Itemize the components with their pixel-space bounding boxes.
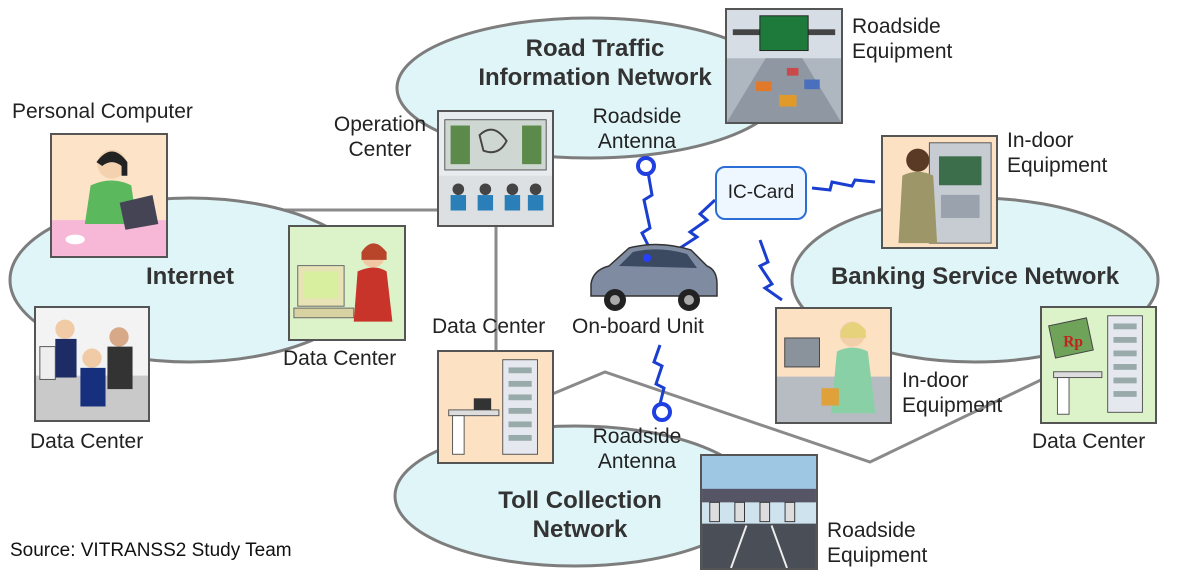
indoor-equipment-top-picture (881, 135, 998, 249)
roadside-antenna-top-label: Roadside Antenna (582, 104, 692, 154)
label-line: In-door (902, 369, 969, 392)
person-laptop-icon (52, 149, 166, 256)
server-rack-icon (448, 359, 538, 455)
operation-center-picture (437, 110, 554, 227)
indoor-equipment-bottom-label: In-door Equipment (902, 368, 1002, 418)
network-title-line: Toll Collection (498, 487, 662, 514)
label-line: Center (348, 138, 412, 161)
label-line: Antenna (597, 130, 677, 153)
label-line: Antenna (597, 450, 677, 473)
onboard-unit-label: On-board Unit (572, 315, 704, 338)
data-center-internet-label: Data Center (283, 347, 397, 370)
ic-card-box: IC-Card (715, 166, 807, 220)
label-line: Equipment (1007, 154, 1108, 177)
wireless-link-card (679, 198, 717, 250)
roadside-equipment-top-label: Roadside Equipment (852, 14, 952, 64)
network-title-line: Information Network (478, 64, 712, 91)
label-line: Equipment (852, 40, 953, 63)
banking-network-title: Banking Service Network (830, 263, 1120, 290)
network-title-line: Road Traffic (525, 35, 665, 62)
atm-user-icon (898, 142, 992, 244)
road-traffic-network-title: Road Traffic Information Network (430, 34, 760, 92)
highway-sign-icon (727, 15, 841, 122)
roadside-equipment-bottom-picture (700, 454, 818, 570)
data-center-middle-label: Data Center (432, 315, 546, 338)
data-center-internet-picture (288, 225, 406, 341)
internet-network-title: Internet (145, 263, 234, 290)
roadside-antenna-top-icon (636, 156, 656, 176)
onboard-unit-car (585, 240, 720, 314)
indoor-equipment-top-label: In-door Equipment (1007, 128, 1107, 178)
wireless-link-top-antenna (640, 171, 654, 246)
toll-gate-icon (702, 456, 816, 568)
data-center-middle-picture (437, 350, 554, 464)
roadside-antenna-bottom-label: Roadside Antenna (582, 424, 692, 474)
personal-computer-picture (50, 133, 168, 258)
network-title-line: Network (532, 516, 628, 543)
data-center-left-label: Data Center (30, 430, 144, 453)
label-line: Roadside (592, 425, 682, 448)
label-line: Roadside (827, 519, 916, 542)
label-line: Roadside (852, 15, 941, 38)
operator-computer-icon (293, 243, 393, 322)
data-center-left-picture (34, 306, 150, 422)
label-line: In-door (1007, 129, 1074, 152)
indoor-equipment-bottom-picture (775, 307, 892, 424)
source-caption: Source: VITRANSS2 Study Team (10, 540, 292, 561)
roadside-equipment-top-picture (725, 8, 843, 124)
data-center-right-label: Data Center (1032, 430, 1146, 453)
wireless-link-card-indoor (811, 178, 876, 192)
ic-card-label: IC-Card (727, 182, 795, 203)
label-line: Equipment (902, 394, 1003, 417)
wireless-link-card-lower (757, 239, 783, 302)
toll-network-title: Toll Collection Network (450, 486, 710, 544)
office-workers-icon (36, 319, 148, 420)
connector-toll-banking (549, 370, 1046, 464)
label-line: Roadside (592, 105, 682, 128)
operation-center-label: Operation Center (326, 112, 434, 162)
bank-server-icon: Rp (1048, 315, 1143, 415)
label-line: Operation (333, 113, 427, 136)
data-center-right-picture: Rp (1040, 306, 1157, 424)
personal-computer-label: Personal Computer (12, 100, 193, 123)
svg-text:Rp: Rp (1063, 334, 1083, 351)
car-icon (590, 243, 718, 311)
cashier-icon (777, 321, 890, 422)
control-room-icon (439, 119, 552, 225)
label-line: Equipment (827, 544, 928, 567)
wireless-link-bottom-antenna (652, 344, 666, 405)
roadside-antenna-bottom-icon (652, 402, 672, 422)
roadside-equipment-bottom-label: Roadside Equipment (827, 518, 927, 568)
